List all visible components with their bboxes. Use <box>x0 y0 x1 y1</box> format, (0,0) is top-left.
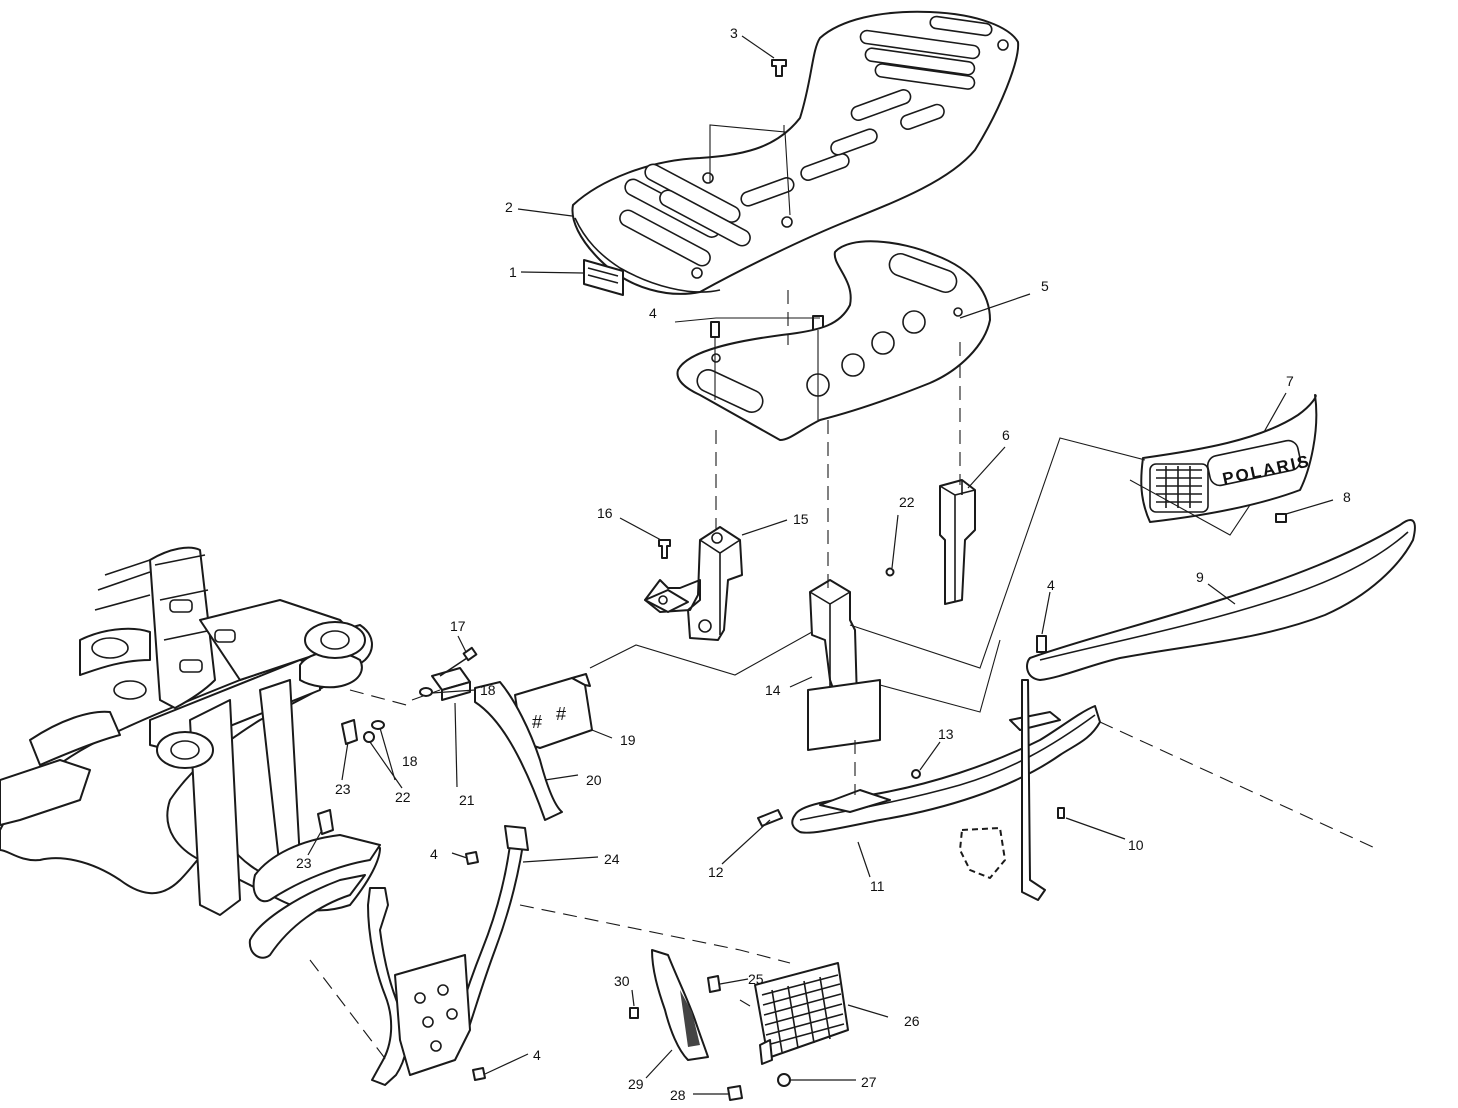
left-rack-bracket <box>644 526 743 641</box>
callout-28: 28 <box>670 1087 686 1103</box>
assembly-lines <box>309 124 1376 1066</box>
callout-9: 9 <box>1196 569 1204 585</box>
clip-upper <box>341 719 358 745</box>
panel-screw <box>629 1007 639 1019</box>
callout-22-upper: 22 <box>899 494 915 510</box>
callout-13: 13 <box>938 726 954 742</box>
rack-screw <box>771 59 787 77</box>
bumper-lower-bolt <box>1057 807 1065 819</box>
nut <box>777 1073 791 1087</box>
front-rack <box>571 10 1020 295</box>
screen <box>754 962 849 1065</box>
callout-labels: 1 2 3 4 5 6 7 8 9 4 10 11 12 13 14 15 16… <box>296 25 1351 1103</box>
callout-7: 7 <box>1286 373 1294 389</box>
bumper-mount-tube <box>791 679 1101 901</box>
callout-4-guard-lower: 4 <box>533 1047 541 1063</box>
mount-bolt <box>757 809 783 827</box>
callout-23-lower: 23 <box>296 855 312 871</box>
callout-8: 8 <box>1343 489 1351 505</box>
leader-lines <box>307 35 1334 1095</box>
callout-19: 19 <box>620 732 636 748</box>
washer-lower <box>371 720 385 730</box>
right-rack-bracket <box>939 479 976 605</box>
bumper-bolt <box>1036 635 1047 653</box>
callout-5: 5 <box>1041 278 1049 294</box>
callout-6: 6 <box>1002 427 1010 443</box>
tube-bracket <box>474 681 563 821</box>
spacer <box>431 667 471 701</box>
nut-upper <box>885 567 895 577</box>
rack-support-plate <box>676 240 991 441</box>
callout-4-rack: 4 <box>649 305 657 321</box>
callout-26: 26 <box>904 1013 920 1029</box>
callout-23-upper: 23 <box>335 781 351 797</box>
callout-20: 20 <box>586 772 602 788</box>
callout-14: 14 <box>765 682 781 698</box>
callout-18-upper: 18 <box>480 682 496 698</box>
frame-bolt <box>439 646 478 677</box>
vehicle-frame <box>0 546 381 959</box>
rack-bolts <box>710 315 824 338</box>
callout-3: 3 <box>730 25 738 41</box>
screw <box>727 1085 743 1101</box>
washer-upper <box>419 687 433 697</box>
callout-27: 27 <box>861 1074 877 1090</box>
callout-18-lower: 18 <box>402 753 418 769</box>
callout-10: 10 <box>1128 837 1144 853</box>
callout-30: 30 <box>614 973 630 989</box>
callout-2: 2 <box>505 199 513 215</box>
callout-25: 25 <box>748 971 764 987</box>
svg-text:#: # <box>556 704 566 724</box>
callout-4-guard-upper: 4 <box>430 846 438 862</box>
callout-22-lower: 22 <box>395 789 411 805</box>
callout-4-bumper: 4 <box>1047 577 1055 593</box>
grille-screw <box>1275 513 1287 523</box>
guard-bolt-upper <box>465 851 479 865</box>
callout-21: 21 <box>459 792 475 808</box>
front-grille: POLARIS <box>1140 394 1318 523</box>
svg-text:#: # <box>532 712 542 732</box>
callout-15: 15 <box>793 511 809 527</box>
brush-guard <box>367 825 529 1086</box>
clip-lower <box>317 809 334 835</box>
center-rack-bracket <box>807 579 881 751</box>
callout-16: 16 <box>597 505 613 521</box>
bracket-bolt <box>658 539 671 559</box>
callout-17: 17 <box>450 618 466 634</box>
callout-29: 29 <box>628 1076 644 1092</box>
side-panel <box>651 949 709 1061</box>
callout-1: 1 <box>509 264 517 280</box>
guard-bolt-lower <box>472 1067 486 1081</box>
callout-11: 11 <box>870 878 885 894</box>
mount-nut <box>911 769 921 779</box>
callout-12: 12 <box>708 864 724 880</box>
rack-decal <box>583 259 624 296</box>
clip <box>707 975 721 993</box>
callout-24: 24 <box>604 851 620 867</box>
nut-lower <box>363 731 375 743</box>
front-bumper <box>1026 519 1416 681</box>
